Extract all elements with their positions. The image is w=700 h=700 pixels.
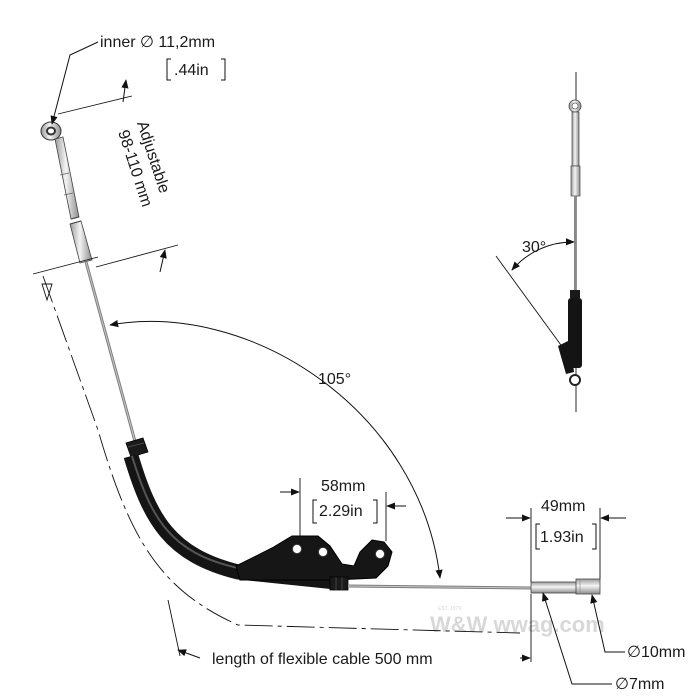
main-cable [40, 121, 601, 595]
bracket-width-in-label: 2.29in [319, 503, 363, 520]
end-ferrule [329, 576, 349, 591]
dimension-lines [32, 41, 626, 685]
end-nipple [575, 578, 601, 595]
inner-diameter-label: inner ∅ 11,2mm [100, 34, 215, 51]
mounting-bracket [235, 535, 393, 581]
inner-diameter-leader [50, 41, 99, 125]
bracket-width-label: 58mm [321, 478, 365, 495]
eyelet-end [40, 121, 62, 141]
angle-30-label: 30° [522, 239, 546, 256]
angle-105-arc [109, 320, 443, 579]
adjuster-sleeve [69, 220, 93, 264]
watermark-small: EST. 1979 [438, 606, 461, 612]
end-barrel [530, 581, 578, 594]
watermark: W&W wwag.com EST. 1979 [430, 606, 605, 637]
end-length-label: 49mm [541, 498, 585, 515]
outer-diameter-label: ∅10mm [627, 644, 685, 661]
cable-length-label: length of flexible cable 500 mm [212, 651, 433, 668]
angle-105-label: 105° [318, 371, 351, 388]
inner-diameter-brackets [166, 58, 226, 81]
side-view-cable [495, 72, 582, 412]
threaded-rod [54, 136, 80, 220]
inner-diameter-in-label: .44in [174, 62, 209, 79]
inner-cable-diameter-label: ∅7mm [615, 676, 665, 693]
end-length-in-label: 1.93in [540, 529, 584, 546]
ferrule [125, 437, 149, 458]
